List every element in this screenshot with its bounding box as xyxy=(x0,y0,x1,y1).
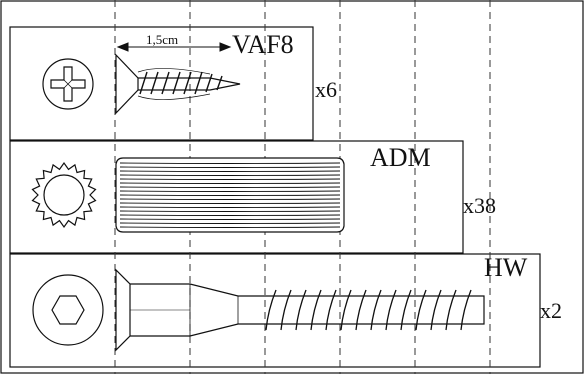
hw-screw-icon xyxy=(115,268,485,352)
part-code-vaf8: VAF8 xyxy=(232,30,294,59)
part-box-hw xyxy=(9,253,541,368)
part-code-hw: HW xyxy=(484,253,528,282)
dowel-icon xyxy=(115,157,345,233)
quantity-adm: x38 xyxy=(463,193,496,218)
quantity-hw: x2 xyxy=(540,298,562,323)
vaf8-screw-icon xyxy=(115,53,241,115)
phillips-head-icon xyxy=(42,58,94,110)
hex-socket-head-icon xyxy=(32,274,104,346)
part-code-adm: ADM xyxy=(370,143,431,172)
dimension-arrow xyxy=(116,42,232,52)
dimension-label: 1,5cm xyxy=(146,32,178,47)
dowel-end-icon xyxy=(31,161,97,229)
quantity-vaf8: x6 xyxy=(315,77,337,102)
part-box-vaf8 xyxy=(9,26,314,141)
